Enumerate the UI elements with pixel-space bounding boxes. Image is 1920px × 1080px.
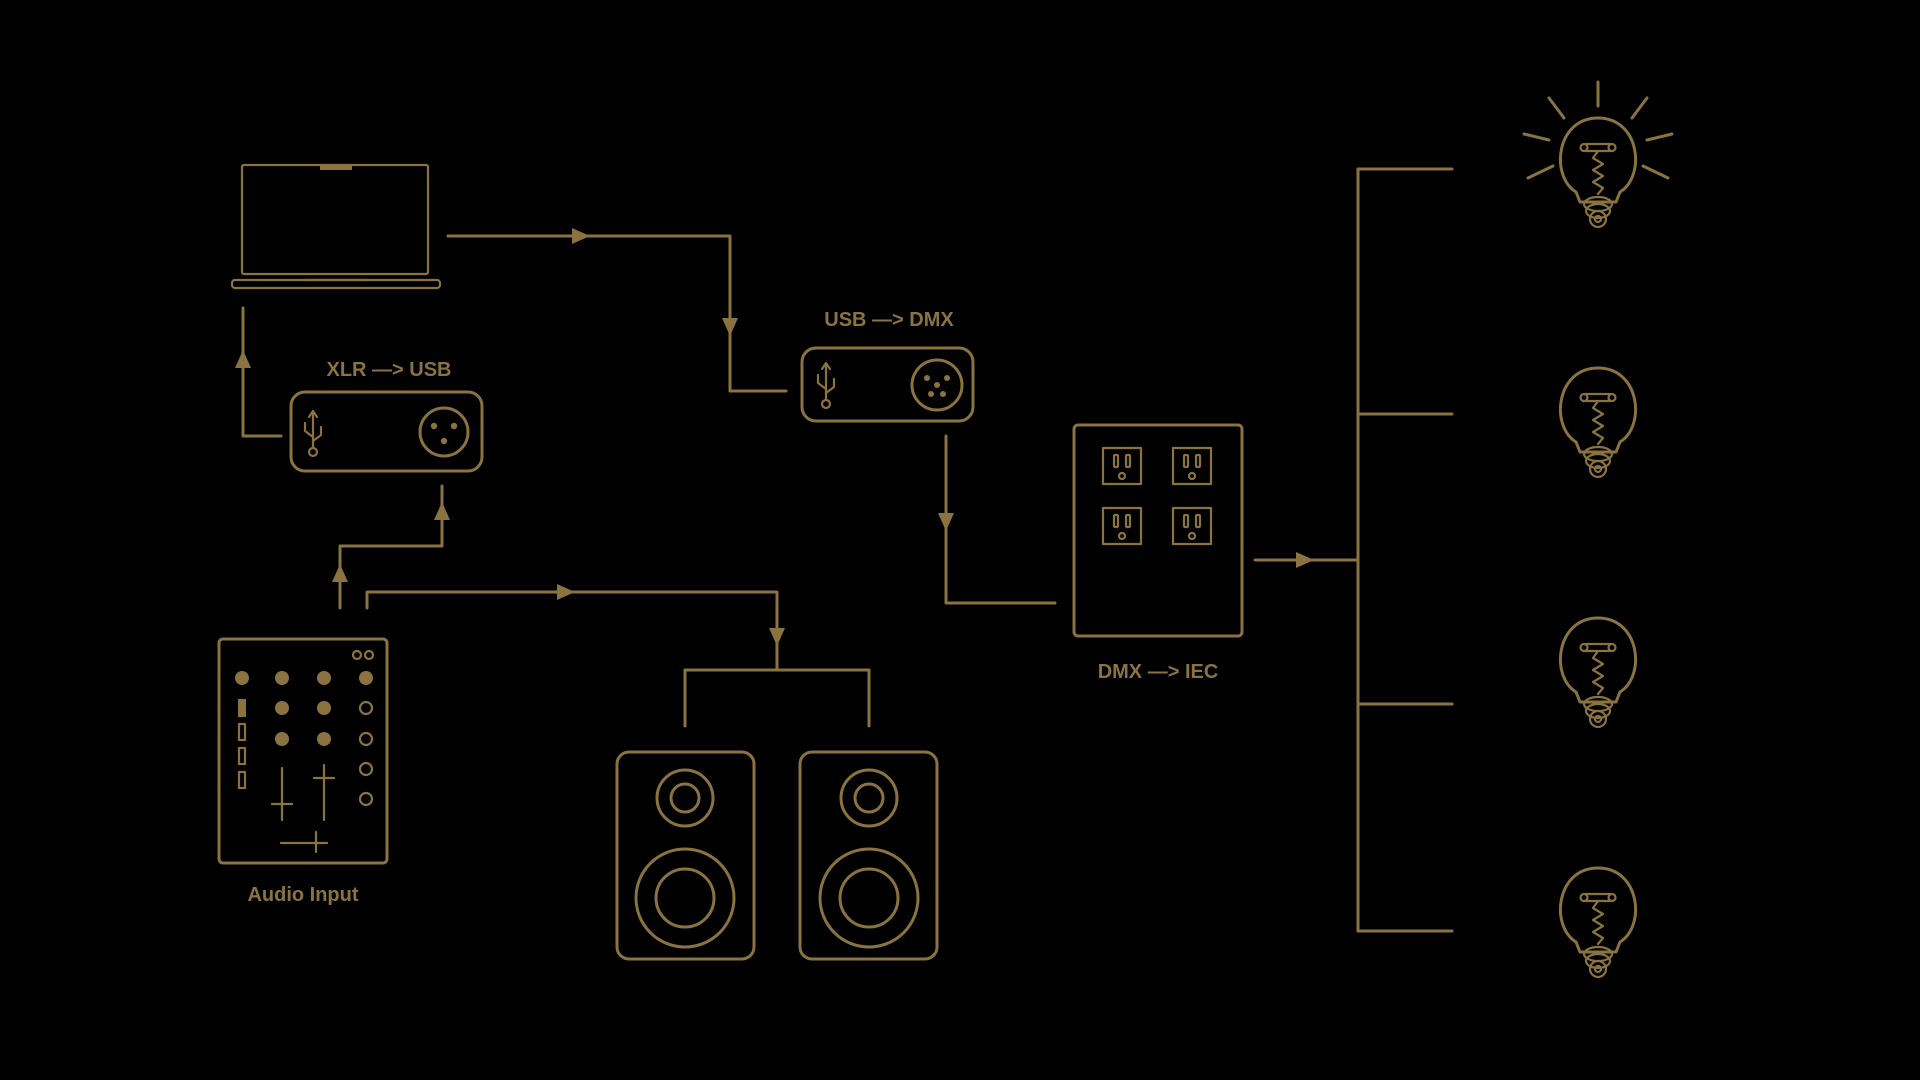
power-socket-icon — [1101, 446, 1143, 486]
xlr-usb-interface-icon — [289, 390, 484, 473]
usb-icon — [816, 361, 836, 410]
line-mixer-to-xlr-usb — [338, 484, 444, 610]
power-outlet-box-icon — [1072, 423, 1244, 638]
arrow-icon — [557, 584, 575, 600]
arrow-icon — [434, 502, 450, 520]
xlr-connector-icon — [418, 406, 470, 458]
arrow-icon — [332, 564, 348, 582]
line-mixer-to-speakers — [365, 590, 779, 672]
dmx-connector-icon — [910, 358, 964, 412]
light-rays — [1522, 80, 1674, 180]
power-socket-icon — [1101, 506, 1143, 546]
usb-dmx-interface-icon — [800, 346, 975, 423]
light-bulb-icon — [1558, 366, 1638, 479]
arrow-icon — [1296, 552, 1314, 568]
arrow-icon — [722, 318, 738, 336]
power-socket-icon — [1171, 446, 1213, 486]
light-bulb-icon — [1558, 866, 1638, 979]
arrow-icon — [769, 628, 785, 646]
light-bulb-icon — [1558, 616, 1638, 729]
dmx-iec-label: DMX —> IEC — [1098, 661, 1219, 683]
light-bulb-icon — [1522, 80, 1674, 229]
line-usb-dmx-to-outlet — [944, 434, 1057, 605]
speaker-icon — [798, 750, 939, 961]
arrow-icon — [235, 350, 251, 368]
laptop-icon — [230, 163, 442, 290]
usb-icon — [303, 409, 323, 458]
speaker-icon — [615, 750, 756, 961]
audio-input-label: Audio Input — [247, 884, 358, 906]
audio-mixer-icon — [217, 637, 389, 865]
usb-dmx-label: USB —> DMX — [824, 309, 954, 331]
arrow-icon — [938, 513, 954, 531]
power-socket-icon — [1171, 506, 1213, 546]
arrows — [235, 228, 1314, 646]
xlr-usb-label: XLR —> USB — [326, 359, 451, 381]
line-speaker-split — [683, 668, 871, 728]
line-laptop-to-usb-dmx — [446, 234, 788, 393]
arrow-icon — [572, 228, 590, 244]
line-xlr-usb-to-laptop — [241, 306, 283, 438]
